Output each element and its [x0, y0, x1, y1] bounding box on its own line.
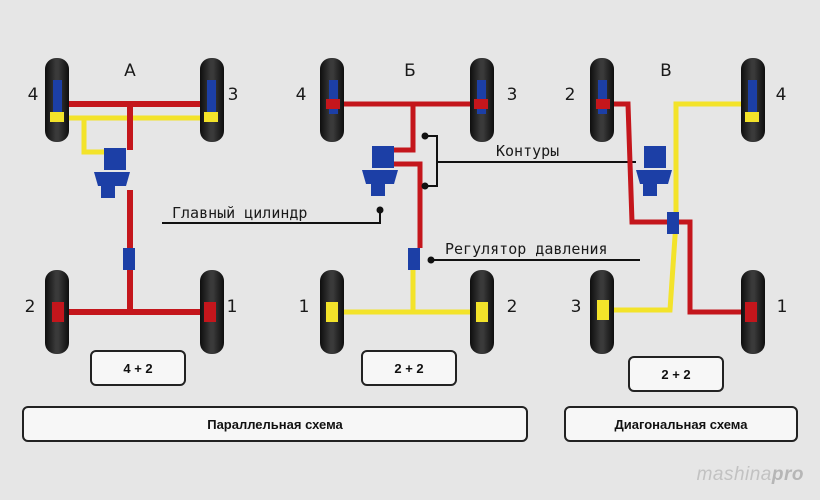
scheme-a-letter: А — [124, 61, 136, 81]
wheel-number: 3 — [571, 297, 582, 317]
wheel-rear-left — [45, 270, 69, 354]
scheme-v — [590, 58, 765, 354]
master-cylinder — [94, 148, 130, 198]
red-circuit-line — [56, 101, 214, 315]
logo-text-part1: mashina — [696, 464, 772, 485]
master-cylinder — [362, 146, 398, 196]
wheel-number: 1 — [777, 297, 788, 317]
wheel-number: 1 — [227, 297, 238, 317]
wheel-number: 4 — [776, 85, 787, 105]
yellow-circuit-line — [338, 270, 486, 315]
master-cylinder-label: Главный цилиндр — [172, 204, 307, 222]
wheel-number: 3 — [228, 85, 239, 105]
formula-badge-b: 2 + 2 — [361, 350, 457, 386]
scheme-b-letter: Б — [404, 61, 416, 81]
wheel-front-left — [320, 58, 344, 142]
circuits-label: Контуры — [496, 142, 559, 160]
wheel-rear-right — [741, 270, 765, 354]
circuits-bracket — [425, 135, 636, 187]
scheme-b — [162, 58, 640, 354]
wheel-number: 1 — [299, 297, 310, 317]
scheme-v-letter: В — [660, 61, 672, 81]
scheme-a — [45, 58, 224, 354]
wheel-number: 4 — [296, 85, 307, 105]
master-cylinder-leader — [162, 212, 381, 224]
logo-text-part2: pro — [771, 464, 804, 485]
yellow-circuit-line — [56, 115, 214, 155]
pressure-regulator — [123, 248, 135, 270]
wheel-front-left — [590, 58, 614, 142]
red-circuit-line — [338, 101, 486, 248]
formula-badge-a: 4 + 2 — [90, 350, 186, 386]
wheel-rear-right — [470, 270, 494, 354]
wheel-number: 2 — [507, 297, 518, 317]
parallel-scheme-caption: Параллельная схема — [22, 406, 528, 442]
red-circuit-line — [600, 101, 750, 315]
wheel-front-right — [470, 58, 494, 142]
site-logo: mashinapro — [697, 464, 804, 486]
pressure-regulator — [667, 212, 679, 234]
diagonal-scheme-caption: Диагональная схема — [564, 406, 798, 442]
master-cylinder — [636, 146, 672, 196]
wheel-front-right — [200, 58, 224, 142]
wheel-front-right — [741, 58, 765, 142]
wheel-number: 4 — [28, 85, 39, 105]
wheel-number: 2 — [565, 85, 576, 105]
formula-badge-v: 2 + 2 — [628, 356, 724, 392]
pressure-regulator — [408, 248, 420, 270]
pressure-regulator-label: Регулятор давления — [445, 240, 608, 258]
wheel-number: 2 — [25, 297, 36, 317]
wheel-rear-left — [320, 270, 344, 354]
wheel-rear-left — [590, 270, 614, 354]
wheel-number: 3 — [507, 85, 518, 105]
wheel-front-left — [45, 58, 69, 142]
wheel-rear-right — [200, 270, 224, 354]
